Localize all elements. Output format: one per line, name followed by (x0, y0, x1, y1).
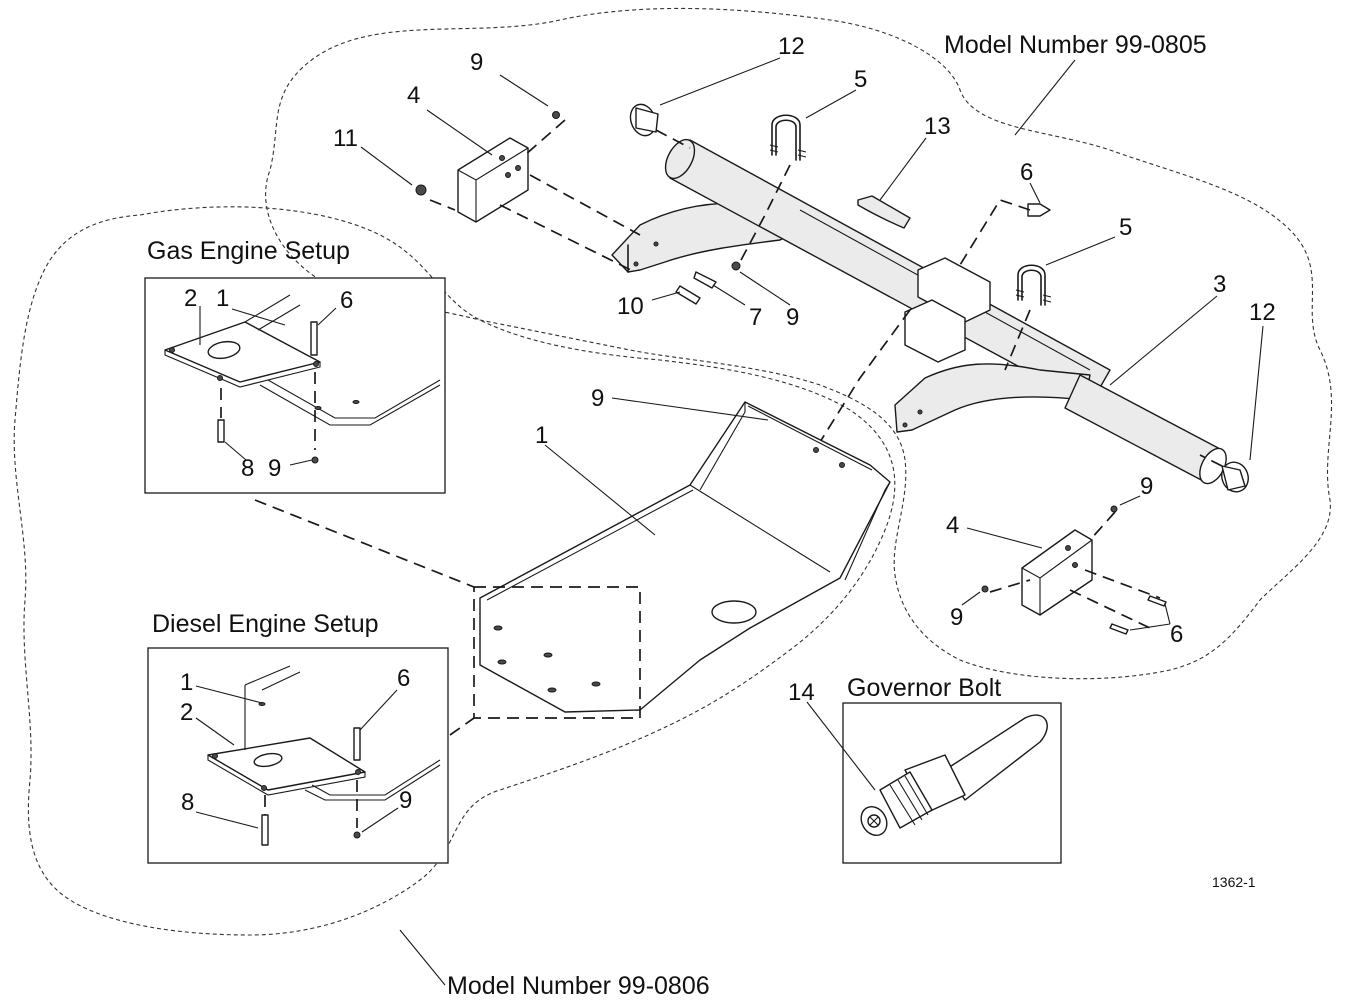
callout-9-top: 9 (470, 49, 483, 76)
label-governor-bolt: Governor Bolt (847, 674, 1001, 702)
callout-5-lower: 5 (1119, 214, 1132, 241)
callout-10: 10 (617, 293, 644, 320)
callout-13: 13 (924, 113, 951, 140)
frame-assembly (611, 138, 1227, 485)
gas-callout-1: 1 (216, 285, 229, 312)
callout-11: 11 (333, 125, 358, 152)
skid-plate-part-1 (479, 401, 891, 713)
gas-callout-6: 6 (340, 287, 353, 314)
callout-6-upper: 6 (1020, 159, 1033, 186)
end-cap-12-lower (1221, 461, 1249, 493)
label-model-99-0805: Model Number 99-0805 (944, 31, 1207, 59)
callout-14: 14 (788, 679, 815, 706)
gas-callout-8: 8 (241, 455, 254, 482)
diesel-callout-6: 6 (397, 665, 410, 692)
gas-callout-9: 9 (268, 455, 281, 482)
u-bolt-5-lower (1015, 264, 1052, 306)
hardware-bolts (675, 203, 1167, 635)
bracket-4-lower (1021, 529, 1093, 616)
diesel-callout-1: 1 (180, 669, 193, 696)
callout-6-lower: 6 (1170, 621, 1183, 648)
u-bolt-5-upper (769, 114, 807, 161)
model-99-0806-cloud (13, 206, 896, 936)
callout-4-upper: 4 (407, 82, 420, 109)
bracket-4-upper (457, 137, 529, 223)
label-model-99-0806: Model Number 99-0806 (447, 972, 710, 1000)
assembly-lines (429, 119, 1223, 629)
callout-5-upper: 5 (854, 66, 867, 93)
callout-1-main: 1 (535, 422, 548, 449)
label-figure-id: 1362-1 (1212, 874, 1256, 890)
governor-bolt-detail (842, 702, 1062, 864)
callout-7: 7 (749, 304, 762, 331)
model-99-0805-cloud (265, 7, 1333, 680)
callout-4-lower: 4 (946, 512, 959, 539)
diesel-callout-9: 9 (399, 787, 412, 814)
label-gas-engine-setup: Gas Engine Setup (147, 237, 350, 265)
callout-9-plate: 9 (591, 385, 604, 412)
part-13-clip (857, 195, 911, 229)
detail-window (473, 586, 641, 719)
callout-3: 3 (1213, 271, 1226, 298)
diesel-callout-2: 2 (180, 699, 193, 726)
leader-lines (195, 57, 1264, 986)
callout-12-upper: 12 (778, 33, 805, 60)
diesel-engine-detail (147, 647, 449, 864)
gas-callout-2: 2 (184, 285, 197, 312)
end-cap-12-upper (629, 103, 659, 137)
callout-9-right: 9 (1140, 473, 1153, 500)
label-diesel-engine-setup: Diesel Engine Setup (152, 610, 379, 638)
callout-9-mid: 9 (786, 304, 799, 331)
callout-9-lower: 9 (950, 604, 963, 631)
gas-engine-detail (144, 277, 446, 494)
callout-12-lower: 12 (1249, 299, 1276, 326)
diesel-callout-8: 8 (181, 789, 194, 816)
